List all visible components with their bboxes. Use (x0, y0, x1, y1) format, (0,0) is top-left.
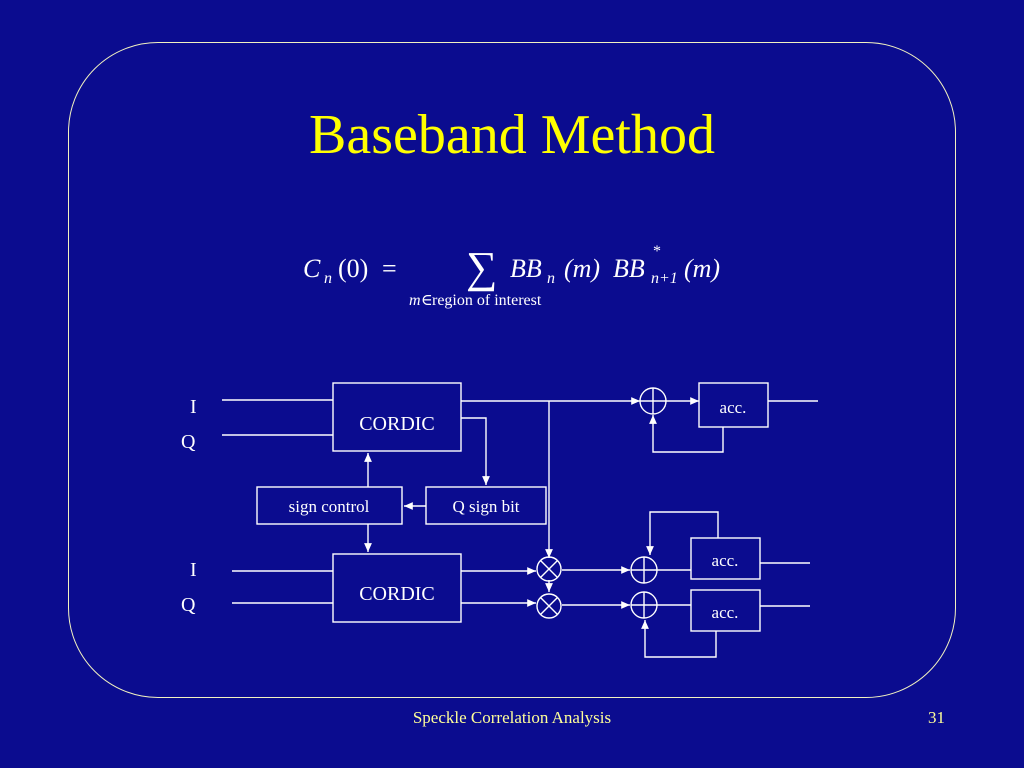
sign-control-box (256, 486, 403, 525)
cordic-q-to-sign-bit-line (461, 417, 490, 485)
formula-term2: BB (613, 254, 645, 283)
acc-top-feedback-line (649, 415, 724, 453)
acc-mid-label: acc. (712, 551, 739, 570)
acc-bottom-feedback-line (641, 620, 717, 658)
formula-term1-argument: (m) (564, 254, 600, 283)
cordic-bottom-label: CORDIC (359, 583, 435, 605)
page-number: 31 (928, 708, 945, 727)
q-sign-bit-label: Q sign bit (452, 497, 519, 516)
formula-term2-argument: (m) (684, 254, 720, 283)
formula-limit-text: region of interest (432, 292, 542, 309)
adder-top (639, 387, 667, 415)
formula-lhs-subscript: n (324, 270, 332, 287)
formula-term1-subscript: n (547, 270, 555, 287)
formula-term2-superscript: * (653, 243, 661, 260)
formula-term2-subscript: n+1 (651, 270, 678, 287)
bottom-i-label: I (190, 559, 197, 581)
formula-lhs-symbol: C (303, 254, 321, 283)
cordic-bottom-box (332, 553, 462, 623)
multiplier-bottom (536, 593, 562, 619)
formula-term1: BB (510, 254, 542, 283)
cordic-top-box (332, 382, 462, 452)
acc-bottom-label: acc. (712, 603, 739, 622)
formula-limit-var: m (409, 292, 421, 309)
acc-bottom-box (690, 589, 761, 632)
slide-title: Baseband Method (309, 104, 715, 166)
correlation-formula: C n (0) = ∑ m ∈ region of interest BB n … (303, 243, 720, 309)
formula-equals: = (382, 254, 397, 283)
formula-sum-symbol: ∑ (466, 243, 497, 292)
formula-lhs-argument: (0) (338, 254, 368, 283)
bottom-q-label: Q (181, 594, 196, 616)
formula-limit-in: ∈ (421, 292, 433, 309)
acc-top-label: acc. (720, 398, 747, 417)
cordic-top-label: CORDIC (359, 413, 435, 435)
acc-mid-box (690, 537, 761, 580)
multiplier-top (536, 556, 562, 582)
sign-control-label: sign control (289, 497, 370, 516)
top-i-label: I (190, 396, 197, 418)
top-q-label: Q (181, 431, 196, 453)
adder-bottom (630, 591, 658, 619)
acc-top-box (698, 382, 769, 428)
footer-text: Speckle Correlation Analysis (412, 708, 612, 727)
adder-mid (630, 556, 658, 584)
acc-mid-feedback-line (646, 511, 719, 555)
slide-frame (68, 42, 956, 698)
